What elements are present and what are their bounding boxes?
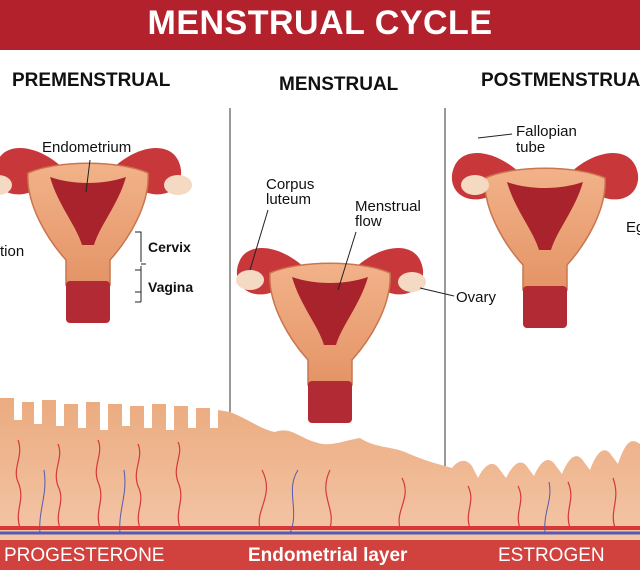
label-tube: tube [516, 139, 546, 156]
title-banner [0, 0, 640, 50]
label-flow: flow [355, 213, 382, 230]
ovary-left [461, 175, 489, 195]
diagram-title: MENSTRUAL CYCLE [147, 4, 493, 42]
ovary-pointer [419, 287, 455, 297]
phase-premenstrual: PREMENSTRUAL [12, 70, 171, 91]
label-ovulation: tion [0, 243, 25, 260]
label-progesterone: PROGESTERONE [4, 545, 165, 566]
corpus-luteum-pointer [249, 209, 269, 271]
label-ovary: Ovary [456, 289, 497, 306]
ovary-right [164, 175, 192, 195]
vagina-bracket [135, 269, 142, 303]
spiral-arteries [15, 439, 617, 529]
uterus-menstrual [236, 247, 424, 424]
label-egg: Eg [626, 219, 640, 236]
label-endometrial-layer: Endometrial layer [248, 545, 408, 566]
menstrual-flow-pointer [337, 231, 357, 291]
label-endometrium: Endometrium [42, 139, 132, 156]
veins [39, 469, 551, 534]
endometrium-pointer [85, 159, 91, 193]
label-luteum: luteum [266, 191, 312, 208]
bottom-bar [0, 540, 640, 570]
label-fallopian: Fallopian [516, 123, 577, 140]
ovary-right [398, 272, 426, 292]
ovary-left [0, 175, 12, 195]
phase-postmenstrual: POSTMENSTRUAL [481, 70, 640, 91]
uterus-premenstrual [0, 147, 182, 324]
label-vagina: Vagina [148, 279, 194, 295]
phase-menstrual: MENSTRUAL [279, 74, 399, 95]
fallopian-pointer [477, 133, 513, 139]
label-corpus: Corpus [266, 176, 315, 193]
endometrial-layer [0, 398, 640, 540]
ovary-left [236, 270, 264, 290]
label-estrogen: ESTROGEN [498, 545, 605, 566]
label-menstrual: Menstrual [355, 198, 421, 215]
label-cervix: Cervix [148, 239, 191, 255]
